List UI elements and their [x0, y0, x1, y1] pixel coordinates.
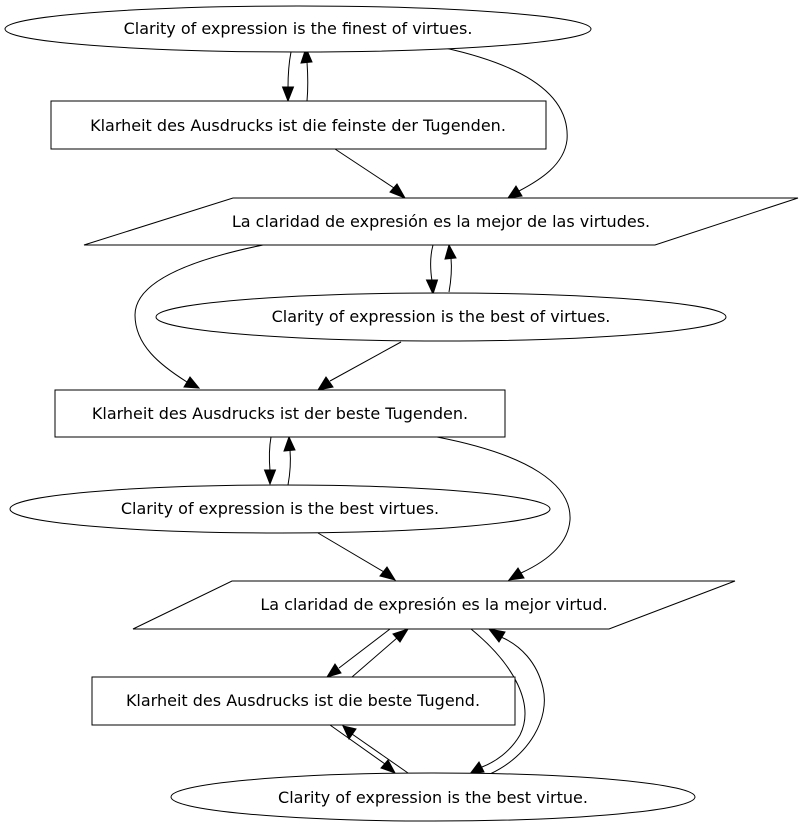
edge-n7-to-n8: [325, 628, 391, 678]
edge-n7-to-n9: [468, 628, 526, 775]
node-label: Clarity of expression is the finest of v…: [124, 19, 473, 38]
node-label: Clarity of expression is the best of vir…: [272, 307, 611, 326]
node-label: La claridad de expresión es la mejor vir…: [260, 595, 607, 614]
edge-n2-to-n1: [300, 46, 313, 102]
node-n8: Klarheit des Ausdrucks ist die beste Tug…: [91, 676, 516, 726]
node-n9: Clarity of expression is the best virtue…: [170, 772, 696, 822]
edge-n5-to-n7: [436, 436, 571, 581]
edge-n1-to-n2: [281, 51, 295, 103]
edge-n8-to-n9: [329, 724, 397, 774]
node-n6: Clarity of expression is the best virtue…: [9, 484, 551, 534]
node-n2: Klarheit des Ausdrucks ist die feinste d…: [50, 100, 547, 150]
edges: [134, 46, 571, 775]
edge-n3-to-n5: [134, 244, 264, 389]
node-label: Clarity of expression is the best virtue…: [121, 499, 439, 518]
edge-n5-to-n6: [263, 436, 277, 486]
node-label: Clarity of expression is the best virtue…: [278, 788, 588, 807]
node-n7: La claridad de expresión es la mejor vir…: [132, 580, 736, 630]
node-label: La claridad de expresión es la mejor de …: [232, 212, 650, 231]
edge-n4-to-n5: [316, 341, 402, 391]
edge-n2-to-n3: [334, 148, 407, 199]
edge-n9-to-n8: [342, 725, 409, 774]
node-label: Klarheit des Ausdrucks ist der beste Tug…: [92, 404, 468, 423]
node-n3: La claridad de expresión es la mejor de …: [83, 197, 799, 246]
edge-n6-to-n5: [283, 435, 296, 486]
nodes: Clarity of expression is the finest of v…: [4, 5, 799, 822]
node-n1: Clarity of expression is the finest of v…: [4, 5, 592, 53]
edge-n3-to-n4: [425, 244, 439, 296]
edge-n6-to-n7: [317, 532, 397, 581]
edge-n9-to-n7: [487, 628, 545, 775]
edge-n8-to-n7: [351, 628, 410, 678]
node-label: Klarheit des Ausdrucks ist die beste Tug…: [126, 691, 480, 710]
node-n4: Clarity of expression is the best of vir…: [155, 292, 727, 342]
node-label: Klarheit des Ausdrucks ist die feinste d…: [90, 116, 506, 135]
edge-n4-to-n3: [444, 243, 457, 293]
edge-n1-to-n3: [444, 47, 568, 199]
node-n5: Klarheit des Ausdrucks ist der beste Tug…: [54, 389, 506, 438]
